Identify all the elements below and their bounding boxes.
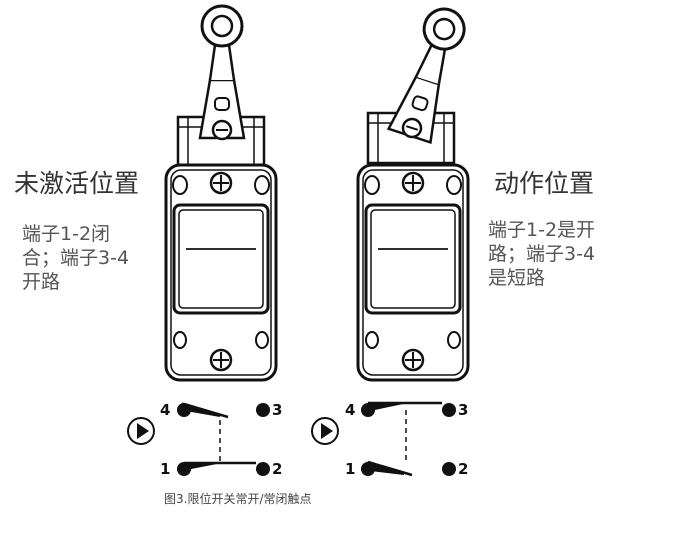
right-state-description: 端子1-2是开路；端子3-4是短路 [488, 219, 596, 289]
right-switch-body [356, 163, 470, 382]
right-contacts: 4 3 1 2 [311, 401, 468, 478]
left-actuator-arrow-icon [127, 417, 155, 445]
left-terminal-2: 2 [272, 460, 282, 478]
left-switch-body [164, 163, 278, 382]
right-terminal-3: 3 [458, 401, 468, 419]
left-terminal-4: 4 [160, 401, 170, 419]
left-state-description: 端子1-2闭合；端子3-4开路 [22, 223, 130, 293]
left-switch [164, 4, 278, 382]
right-state-title: 动作位置 [494, 169, 595, 198]
right-terminal-2: 2 [458, 460, 468, 478]
right-actuator-arrow-icon [311, 417, 339, 445]
figure-caption: 图3.限位开关常开/常闭触点 [164, 492, 312, 506]
right-terminal-4: 4 [345, 401, 355, 419]
left-state-title: 未激活位置 [14, 169, 140, 198]
left-terminal-1: 1 [160, 460, 170, 478]
left-contacts: 4 3 1 2 [127, 401, 282, 478]
left-lever-arm [198, 4, 246, 141]
right-lever-arm [386, 1, 473, 145]
right-terminal-1: 1 [345, 460, 355, 478]
right-switch [356, 1, 473, 382]
left-terminal-3: 3 [272, 401, 282, 419]
